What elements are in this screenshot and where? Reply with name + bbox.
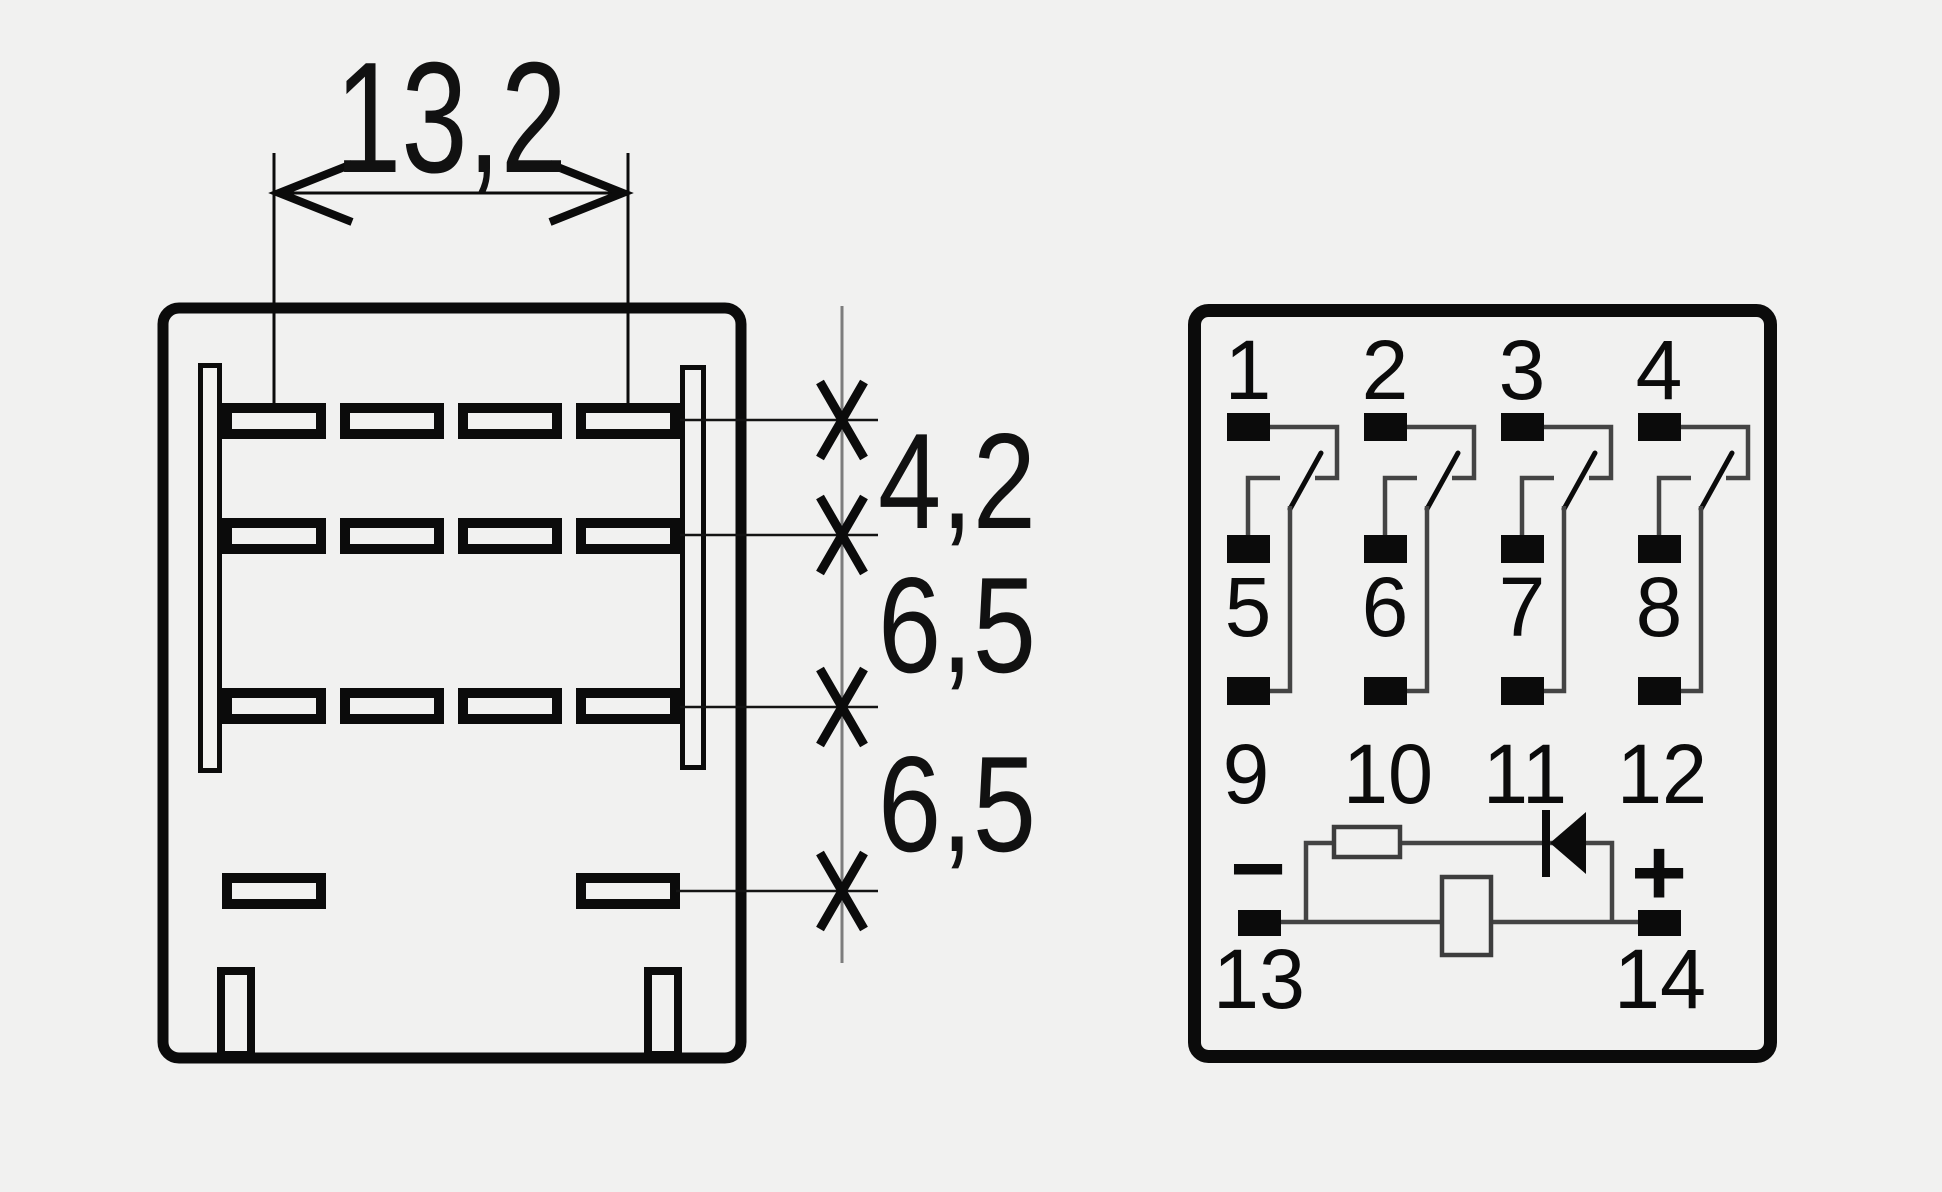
pin-square-2 [1364,413,1407,441]
dim-tick-coil [816,850,868,932]
pin-label-9: 9 [1223,727,1270,821]
pad-row1-col1 [222,403,326,439]
dim-arrowhead-left [268,160,354,226]
dim-arrowhead-right [548,160,634,226]
suppression-branch-wire [1303,840,1615,922]
wire-nc-contact-4 [1656,475,1691,535]
wire-common-3 [1544,506,1567,694]
mounting-tab-left [217,967,255,1059]
pad-row3-col2 [340,688,444,724]
pad-row3-col3 [458,688,562,724]
coil-pad-left [222,873,326,909]
pin-square-3 [1501,413,1544,441]
contact-blade-2 [1424,450,1461,512]
pad-row1-col4 [576,403,680,439]
dim-tick-row1 [816,379,868,461]
pad-row2-col4 [576,518,680,554]
pad-row1-col3 [458,403,562,439]
contact-unit-3: 3 7 11 [1483,323,1614,821]
guide-bar-right [680,365,706,770]
pin-square-4 [1638,413,1681,441]
pin-square-12 [1638,677,1681,705]
wire-common-4 [1681,506,1704,694]
pin-square-13 [1238,910,1281,936]
wire-no-contact-1 [1270,424,1340,481]
diode-symbol [1550,812,1586,874]
pad-row1-col2 [340,403,444,439]
wire-common-2 [1407,506,1430,694]
wire-common-1 [1270,506,1293,694]
dim-tick-row2 [816,494,868,576]
pin-label-11: 11 [1483,727,1567,821]
dim-label-row-spacing-1: 4,2 [878,405,1036,557]
pad-row2-col3 [458,518,562,554]
pin-label-5: 5 [1225,560,1272,654]
pin-label-8: 8 [1636,560,1683,654]
contact-blade-1 [1287,450,1324,512]
coil-pad-right [576,873,680,909]
wire-no-contact-4 [1681,424,1751,481]
mounting-tab-right [644,967,682,1059]
pad-row3-col4 [576,688,680,724]
wire-no-contact-2 [1407,424,1477,481]
pin-square-1 [1227,413,1270,441]
pin-square-8 [1638,535,1681,563]
wire-nc-contact-2 [1382,475,1417,535]
pin-label-14: 14 [1614,932,1706,1026]
pin-square-11 [1501,677,1544,705]
pin-square-10 [1364,677,1407,705]
contact-blade-3 [1561,450,1598,512]
pin-label-1: 1 [1225,323,1272,417]
coil-symbol [1439,874,1494,958]
schematic-diagram: 1 5 9 2 6 10 3 [1188,304,1777,1063]
polarity-minus-sign: − [1230,815,1286,922]
contact-unit-2: 2 6 10 [1343,323,1477,821]
pad-row3-col1 [222,688,326,724]
dim-label-width: 13,2 [335,30,567,206]
dim-label-row-spacing-2: 6,5 [878,549,1036,701]
contact-blade-4 [1698,450,1735,512]
pad-row2-col1 [222,518,326,554]
dim-label-row-spacing-3: 6,5 [878,728,1036,880]
coil-circuit: − + 13 14 [1213,810,1706,1026]
wire-nc-contact-1 [1245,475,1280,535]
schematic-enclosure [1188,304,1777,1063]
pad-row2-col2 [340,518,444,554]
resistor-symbol [1331,824,1403,860]
pin-square-7 [1501,535,1544,563]
pin-label-7: 7 [1499,560,1546,654]
pin-label-12: 12 [1617,727,1707,821]
pin-square-6 [1364,535,1407,563]
pin-label-10: 10 [1343,727,1433,821]
pin-label-6: 6 [1362,560,1409,654]
relay-body-outline [157,302,747,1064]
pin-square-14 [1638,910,1681,936]
wire-no-contact-3 [1544,424,1614,481]
polarity-plus-sign: + [1631,819,1687,926]
footprint-drawing: 13,2 4,2 6,5 6,5 [157,30,1036,1064]
dim-tick-row3 [816,666,868,748]
contact-unit-1: 1 5 9 [1223,323,1340,821]
wire-nc-contact-3 [1519,475,1554,535]
pin-square-5 [1227,535,1270,563]
pin-label-2: 2 [1362,323,1409,417]
pin-label-4: 4 [1636,323,1683,417]
contact-unit-4: 4 8 12 [1617,323,1751,821]
pin-square-9 [1227,677,1270,705]
pin-label-3: 3 [1499,323,1546,417]
pin-label-13: 13 [1213,932,1305,1026]
guide-bar-left [198,363,222,773]
